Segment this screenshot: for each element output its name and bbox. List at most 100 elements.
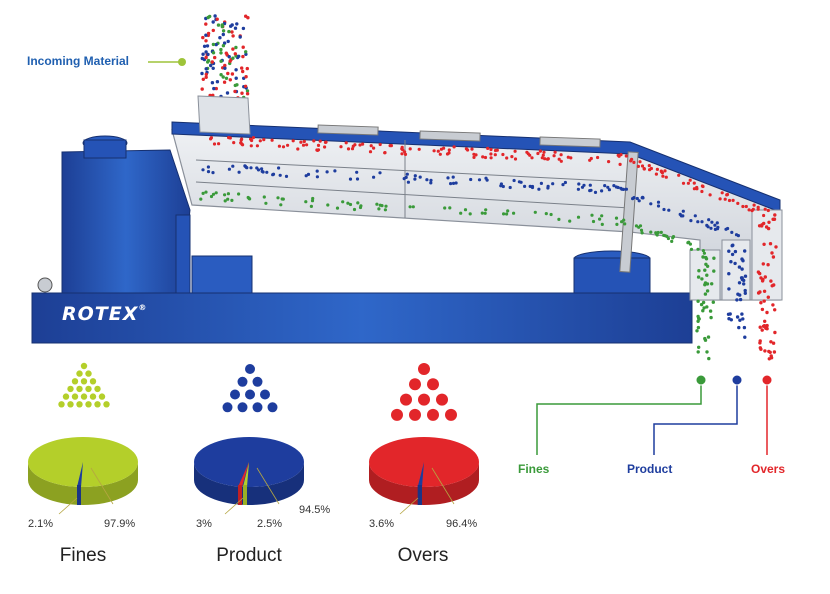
feed-particle xyxy=(206,31,211,36)
triangle-dot xyxy=(252,376,263,387)
feed-particle xyxy=(215,17,219,21)
flow-particle xyxy=(277,166,281,170)
outlet-particle xyxy=(737,281,742,285)
flow-particle xyxy=(451,175,455,179)
flow-particle xyxy=(607,188,612,192)
flow-particle xyxy=(606,185,610,189)
feed-particle xyxy=(245,89,250,93)
flow-particle xyxy=(237,192,241,196)
feed-particle xyxy=(210,81,215,85)
flow-particle xyxy=(576,187,581,191)
flow-particle xyxy=(227,167,231,171)
triangle-dot xyxy=(94,385,101,393)
feed-particle xyxy=(202,44,207,48)
dot-triangles xyxy=(58,362,457,421)
triangle-dot xyxy=(76,401,83,408)
flow-particle xyxy=(747,208,751,212)
outlet-particle xyxy=(771,341,776,345)
outlet-chutes xyxy=(689,209,783,301)
outlet-particle xyxy=(738,297,743,302)
triangle-dot xyxy=(400,393,412,406)
feed-particle xyxy=(230,30,234,34)
flow-particle xyxy=(634,224,639,228)
outlet-particle xyxy=(697,317,701,321)
flow-particle xyxy=(344,141,348,145)
feed-particle xyxy=(214,86,218,91)
outlet-particle xyxy=(735,298,739,302)
flow-particle xyxy=(589,188,593,192)
flow-particle xyxy=(505,212,509,216)
triangle-dot xyxy=(62,393,70,400)
flow-particle xyxy=(517,180,522,184)
flow-particle xyxy=(452,145,456,149)
flow-particle xyxy=(489,156,493,160)
flow-particle xyxy=(701,249,706,253)
feed-particle xyxy=(225,91,230,95)
feed-particle xyxy=(204,39,208,43)
flow-particle xyxy=(656,200,661,204)
flow-particle xyxy=(576,215,581,219)
flow-particle xyxy=(214,191,218,195)
outlet-particle xyxy=(740,257,744,261)
feed-particle xyxy=(201,35,205,40)
pie-leader xyxy=(58,497,78,515)
outlet-particle xyxy=(702,306,706,310)
flow-particle xyxy=(718,197,722,201)
flow-particle xyxy=(647,164,651,168)
flow-particle xyxy=(686,241,690,245)
flow-particle xyxy=(400,152,404,156)
flow-particle xyxy=(408,205,412,209)
outlet-particle xyxy=(729,318,733,322)
feed-particle xyxy=(200,87,204,91)
pie-slice xyxy=(417,462,424,487)
flow-particle xyxy=(612,184,616,188)
flow-particle xyxy=(528,184,532,188)
outlet-particle xyxy=(697,345,701,349)
flow-particle xyxy=(237,170,241,174)
outlet-particle xyxy=(765,310,769,315)
flow-particle xyxy=(335,206,340,210)
flow-particle xyxy=(553,150,557,154)
flow-particle xyxy=(582,183,586,187)
flow-particle xyxy=(751,207,755,211)
incoming-callout xyxy=(148,58,186,66)
flow-particle xyxy=(660,171,665,175)
flow-particle xyxy=(469,177,473,182)
outlet-particle xyxy=(705,282,710,286)
flow-particle xyxy=(756,207,760,211)
triangle-dot xyxy=(418,393,430,406)
flow-particle xyxy=(417,147,421,151)
flow-particle xyxy=(693,214,697,218)
outlet-particle xyxy=(767,357,771,361)
flow-particle xyxy=(378,142,382,147)
flow-particle xyxy=(355,177,360,181)
flow-particle xyxy=(557,217,561,221)
flow-particle xyxy=(411,205,415,209)
triangle-dot xyxy=(103,401,110,408)
flow-particle xyxy=(323,145,327,149)
flow-particle xyxy=(654,172,659,176)
flow-particle xyxy=(499,184,503,188)
outlet-particle xyxy=(762,299,766,303)
flow-particle xyxy=(615,222,619,226)
flow-particle xyxy=(600,222,604,226)
triangle-dot xyxy=(71,393,79,400)
feed-particle xyxy=(211,66,215,71)
outlet-particle xyxy=(761,324,766,328)
outlet-particle xyxy=(773,308,777,312)
flow-particle xyxy=(278,173,282,177)
flow-particle xyxy=(724,227,728,231)
flow-particle xyxy=(325,170,329,174)
feed-particle xyxy=(233,89,237,94)
outlet-particle xyxy=(742,278,746,283)
flow-particle xyxy=(688,178,692,182)
feed-particle xyxy=(241,54,245,59)
flow-particle xyxy=(484,208,488,212)
outlet-particle xyxy=(705,350,709,354)
outlet-particle xyxy=(743,335,747,339)
flow-particle xyxy=(715,221,719,225)
triangle-dot xyxy=(89,378,97,385)
flow-particle xyxy=(713,223,717,227)
support-block xyxy=(191,255,253,297)
flow-particle xyxy=(656,230,660,235)
